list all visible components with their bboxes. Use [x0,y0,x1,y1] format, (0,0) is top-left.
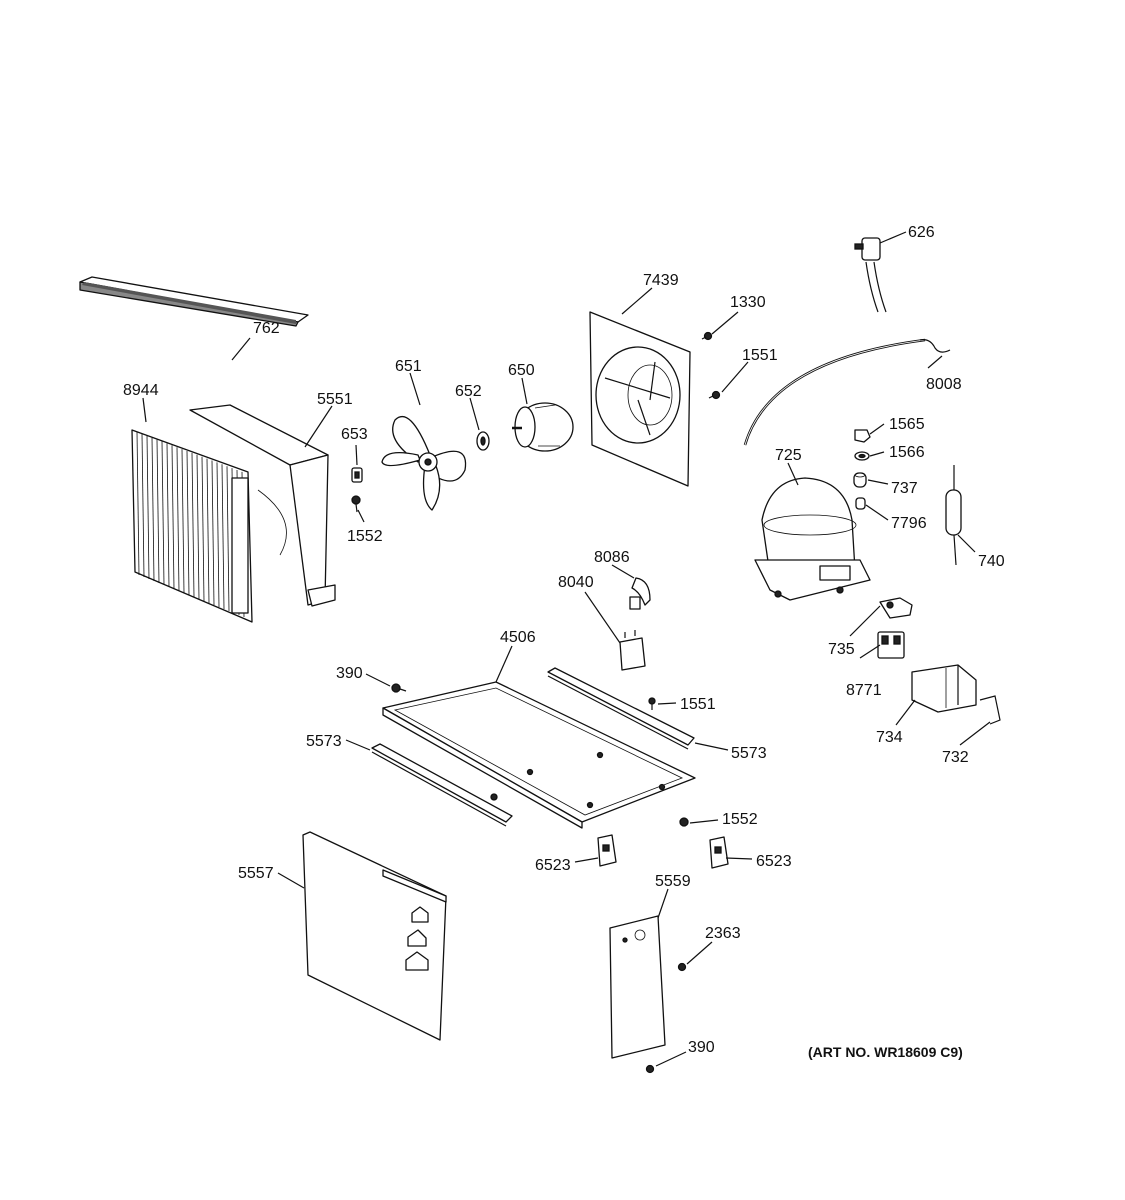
part-734-overload-cover [911,664,977,713]
label-8944: 8944 [123,382,159,399]
part-1552b-screw [679,817,689,827]
part-7796-sleeve [855,497,866,510]
part-653-clip [351,467,363,483]
label-8040: 8040 [558,574,594,591]
part-1552a-screw [351,495,361,513]
label-1552-left: 1552 [347,528,383,545]
part-390a-screw [391,683,407,693]
label-7796: 7796 [891,515,927,532]
label-653: 653 [341,426,368,443]
part-1565-nut [854,429,871,443]
label-735: 735 [828,641,855,658]
condenser-fin [136,431,140,576]
part-732-clip [979,695,1001,725]
label-5559: 5559 [655,873,691,890]
part-5559-plate [609,915,666,1059]
condenser-fin [166,443,170,588]
part-8771-relay [877,631,905,659]
part-8086-clip [629,577,651,610]
part-725-compressor [754,477,871,601]
label-626: 626 [908,224,935,241]
condenser-fin [191,452,195,598]
label-650: 650 [508,362,535,379]
part-626-connector [854,237,887,313]
part-5573b-rail [547,667,695,750]
label-1551-mid: 1551 [680,696,716,713]
condenser-fin [181,449,185,594]
label-2363: 2363 [705,925,741,942]
condenser-fin [196,454,200,600]
condenser-fin [211,460,215,606]
part-5573a-rail [371,743,513,827]
label-390-bottom: 390 [688,1039,715,1056]
label-7439: 7439 [643,272,679,289]
condenser-fin [221,464,225,610]
part-8944-condenser [131,429,253,623]
part-651-fan-blade [381,415,467,511]
label-651: 651 [395,358,422,375]
condenser-fin [161,441,165,586]
condenser-fin [156,439,160,584]
label-1565: 1565 [889,416,925,433]
art-number: (ART NO. WR18609 C9) [808,1044,963,1060]
part-735-cover [879,597,913,619]
label-762: 762 [253,320,280,337]
part-8008-tube [743,338,951,446]
label-1330: 1330 [730,294,766,311]
condenser-fin [216,462,220,608]
part-6523a-bracket [597,834,617,867]
label-732: 732 [942,749,969,766]
part-390b-screw [645,1064,655,1074]
label-8771: 8771 [846,682,882,699]
part-1566-washer [854,451,870,461]
part-1551a-screw [708,390,721,400]
condenser-fin [226,466,230,612]
part-5557-front-panel [302,831,447,1041]
part-1551b-screw [648,697,656,710]
part-652-washer [476,431,490,451]
condenser-fin [176,447,180,592]
part-5551-shroud [189,404,336,607]
label-5551: 5551 [317,391,353,408]
part-2363-screw [677,962,687,972]
part-8040-relay [619,630,646,671]
part-650-fan-motor [512,402,574,452]
label-652: 652 [455,383,482,400]
part-737-grommet [853,472,867,488]
leader-lines [142,231,991,1067]
label-8008: 8008 [926,376,962,393]
label-725: 725 [775,447,802,464]
condenser-fin [201,456,205,602]
condenser-fin [146,435,150,580]
label-6523-left: 6523 [535,857,571,874]
label-6523-right: 6523 [756,853,792,870]
condenser-fin [171,445,175,590]
condenser-fin [206,458,210,604]
label-8086: 8086 [594,549,630,566]
label-740: 740 [978,553,1005,570]
part-7439-fan-bracket [589,311,691,487]
condenser-fin [186,450,190,596]
part-762-foam-strip [79,276,309,327]
part-6523b-bracket [709,836,729,869]
part-740-drier [945,465,962,566]
label-390-top: 390 [336,665,363,682]
label-737: 737 [891,480,918,497]
label-4506: 4506 [500,629,536,646]
part-4506-base-pan [382,681,696,829]
label-1552-right: 1552 [722,811,758,828]
label-5557: 5557 [238,865,274,882]
label-1566: 1566 [889,444,925,461]
condenser-fin [141,433,145,578]
label-1551-top: 1551 [742,347,778,364]
label-5573-left: 5573 [306,733,342,750]
part-number-labels: 626 762 8944 5551 651 652 653 650 7439 1… [123,224,1005,1060]
part-1330-screw [701,331,713,341]
condenser-fin [151,437,155,582]
label-5573-right: 5573 [731,745,767,762]
label-734: 734 [876,729,903,746]
